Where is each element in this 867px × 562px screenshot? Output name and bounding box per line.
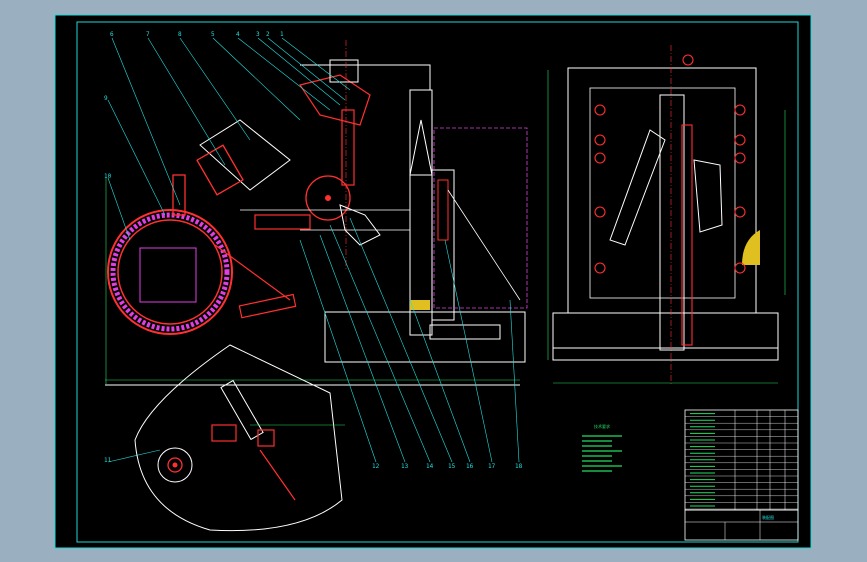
callout-number: 3: [256, 31, 260, 38]
detail-clamp: [211, 424, 237, 442]
column-cone: [409, 119, 433, 176]
callout-number: 7: [146, 31, 150, 38]
side-frame-inner: [589, 87, 736, 299]
leaders-bottom: [107, 99, 520, 463]
side-bolts: [594, 54, 746, 274]
side-rod: [681, 124, 693, 346]
side-arm: [609, 129, 666, 246]
bolt-hex: [594, 262, 606, 274]
callout-number: 4: [236, 31, 240, 38]
gripper: [339, 204, 381, 246]
callout-number: 9: [104, 95, 108, 102]
lower-cylinder: [429, 324, 501, 340]
callout-number: 2: [266, 31, 270, 38]
cylinder-rod: [437, 179, 449, 241]
parts-list: [684, 409, 799, 511]
callout-number: 16: [466, 463, 474, 470]
detail-block: [257, 429, 275, 447]
callout-number: 1: [280, 31, 284, 38]
title-block-frame: [684, 509, 799, 541]
dashed-zone: [433, 127, 528, 309]
lower-base-yellow: [410, 300, 430, 310]
rod-link: [214, 244, 291, 301]
bolt-hex: [682, 54, 694, 66]
rack: [341, 109, 355, 186]
side-yellow-quadrant: [742, 230, 760, 265]
cam-wheel: [305, 175, 351, 221]
callout-number: 18: [515, 463, 523, 470]
title-block: 装配图: [684, 509, 799, 541]
diag-1: [447, 189, 521, 301]
upper-bracket: [299, 74, 371, 126]
bolt-hex: [594, 134, 606, 146]
callout-number: 10: [104, 173, 112, 180]
bolt-hex: [734, 262, 746, 274]
index-table-outer: [107, 209, 233, 335]
side-column: [659, 94, 685, 351]
cylinder-1: [431, 169, 455, 321]
callout-number: 15: [448, 463, 456, 470]
detail-link: [259, 449, 296, 501]
notes-heading: 技术要求: [594, 423, 610, 429]
parts-rows: [685, 413, 798, 510]
detail-hub-core: [172, 462, 178, 468]
bolt-hex: [734, 206, 746, 218]
table-center-square: [139, 247, 197, 303]
arm-block: [196, 144, 244, 196]
callout-number: 12: [372, 463, 380, 470]
bolt-hex: [594, 152, 606, 164]
callout-number: 6: [110, 31, 114, 38]
side-cylinder: [238, 293, 297, 319]
bolt-hex: [734, 152, 746, 164]
callout-number: 11: [104, 457, 112, 464]
technical-notes: 技术要求: [582, 423, 622, 472]
top-block: [329, 59, 359, 83]
detail-hub-inner: [167, 457, 183, 473]
bolt-hex: [594, 104, 606, 116]
note-lines: [582, 435, 622, 472]
bolt-hex: [594, 206, 606, 218]
index-table-inner: [117, 219, 223, 325]
detail-plate: [134, 344, 343, 532]
lower-base: [324, 311, 526, 363]
bolt-hex: [734, 104, 746, 116]
arm-plate: [199, 119, 291, 191]
cam-wheel-hub: [325, 195, 331, 201]
callout-number: 8: [178, 31, 182, 38]
callout-number: 5: [211, 31, 215, 38]
leaders-top: [111, 37, 351, 206]
push-rod: [172, 174, 186, 216]
title-block-label: 装配图: [762, 514, 774, 520]
callout-number: 13: [401, 463, 409, 470]
bolt-row: [254, 214, 311, 230]
detail-cylinder: [220, 379, 264, 441]
index-table-band: [110, 212, 230, 332]
side-bracket: [693, 159, 723, 233]
detail-hub-outer: [157, 447, 193, 483]
callout-number: 14: [426, 463, 434, 470]
side-base-bottom: [552, 347, 779, 361]
sheet-border-inner: [76, 21, 799, 543]
side-view: [547, 45, 786, 385]
detail-view: [134, 344, 345, 532]
callout-number: 17: [488, 463, 496, 470]
bolt-hex: [734, 134, 746, 146]
